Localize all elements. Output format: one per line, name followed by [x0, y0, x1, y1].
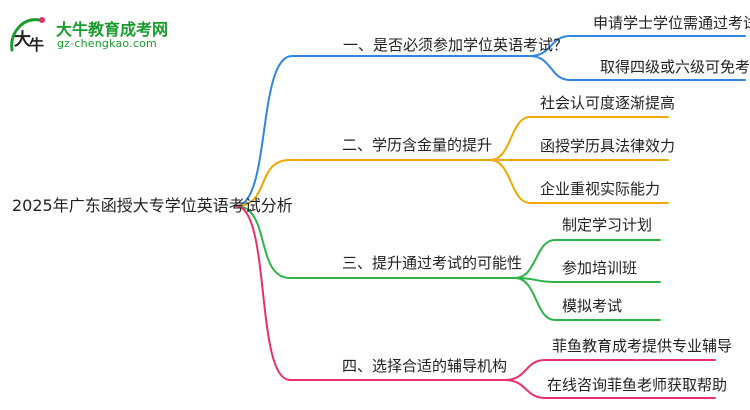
- branch-4-child-1-connector: [504, 359, 716, 381]
- branch-2-child-1: 社会认可度逐渐提高: [540, 94, 676, 112]
- branch-1-connector: [235, 55, 531, 207]
- logo-mark-icon: 大 牛: [10, 17, 45, 54]
- branch-3-child-1: 制定学习计划: [562, 216, 653, 234]
- branch-2-child-1-connector: [489, 116, 669, 161]
- branch-4-child-2-connector: [504, 379, 716, 399]
- branch-3-child-1-connector: [514, 239, 661, 279]
- branch-2-child-3-connector: [489, 159, 669, 204]
- branch-3-label: 三、提升通过考试的可能性: [342, 254, 523, 272]
- branch-1-label: 一、是否必须参加学位英语考试？: [343, 36, 569, 54]
- mindmap-root-topic: 2025年广东函授大专学位英语考试分析: [12, 196, 293, 215]
- branch-4-child-1: 菲鱼教育成考提供专业辅导: [552, 337, 733, 355]
- branch-4-child-2: 在线咨询菲鱼老师获取帮助: [547, 376, 728, 394]
- branch-4-label: 四、选择合适的辅导机构: [342, 357, 508, 375]
- branch-2-child-3: 企业重视实际能力: [540, 180, 661, 198]
- branch-3-child-2-connector: [514, 277, 661, 283]
- branch-1-child-1: 申请学士学位需通过考试: [593, 14, 750, 32]
- branch-2-connector: [235, 159, 491, 207]
- branch-3-child-3-connector: [514, 277, 661, 321]
- branch-3-child-2: 参加培训班: [562, 259, 638, 277]
- branch-3-child-3: 模拟考试: [562, 297, 623, 315]
- branch-1-child-2: 取得四级或六级可免考: [600, 58, 750, 76]
- branch-2-label: 二、学历含金量的提升: [342, 136, 493, 154]
- site-logo[interactable]: 大 牛 大牛教育成考网 gz-chengkao.com: [6, 10, 176, 56]
- branch-1-child-2-connector: [529, 55, 746, 81]
- svg-text:牛: 牛: [29, 36, 44, 54]
- branch-3-connector: [235, 205, 516, 279]
- logo-url: gz-chengkao.com: [57, 37, 157, 50]
- logo-title: 大牛教育成考网: [56, 20, 169, 39]
- svg-text:大: 大: [14, 29, 31, 50]
- branch-2-child-2: 函授学历具法律效力: [540, 137, 676, 155]
- branch-1-child-1-connector: [529, 35, 746, 57]
- branch-4-connector: [235, 205, 506, 381]
